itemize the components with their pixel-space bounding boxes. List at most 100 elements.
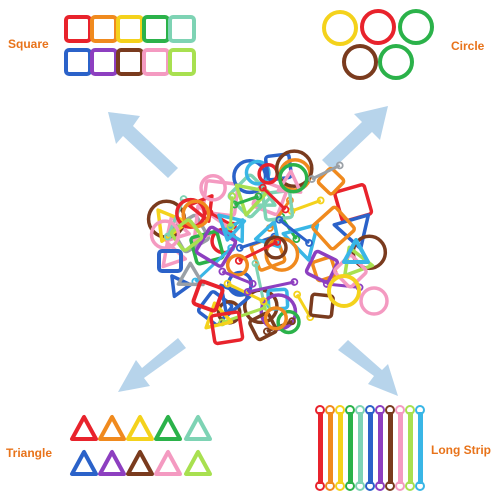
square-piece	[116, 15, 144, 43]
circle-label: Circle	[451, 39, 485, 53]
pile-circle-piece	[359, 286, 389, 316]
strip-end-top	[335, 405, 345, 415]
pile-triangle-piece	[234, 183, 270, 217]
circle-piece	[342, 44, 378, 80]
pile-square-piece	[261, 189, 295, 222]
pile-circle-piece	[263, 306, 288, 331]
strip-bar	[408, 412, 413, 484]
strip-bar	[247, 280, 295, 294]
strip-bar	[194, 246, 233, 283]
pile-square-piece	[308, 292, 335, 319]
arrows-layer	[108, 106, 398, 396]
strip-end	[305, 239, 313, 247]
strip-end	[273, 238, 282, 246]
triangle-piece	[70, 450, 98, 476]
strip-end	[234, 256, 243, 265]
circle-piece	[360, 9, 396, 45]
strip-end-top	[345, 405, 355, 415]
strip-end-bottom	[415, 481, 425, 491]
strip-end	[316, 196, 325, 205]
circle-piece	[398, 9, 434, 45]
triangle-piece	[126, 450, 154, 476]
arrow-to-long-strip	[338, 340, 398, 396]
strip-end	[281, 205, 290, 214]
strip-end-top	[415, 405, 425, 415]
strip-bar	[338, 412, 343, 484]
strip-end	[163, 232, 172, 241]
strip-end-top	[355, 405, 365, 415]
pile-square-piece	[209, 310, 245, 346]
square-piece	[90, 48, 118, 76]
pile-strip-piece	[218, 267, 257, 288]
long-strip-piece	[315, 405, 325, 491]
strip-end	[226, 222, 235, 231]
pile-circle-piece	[276, 309, 301, 335]
strip-bar	[239, 235, 275, 250]
pile-square-piece	[248, 311, 278, 342]
strip-end-bottom	[335, 481, 345, 491]
triangle-piece	[126, 415, 154, 441]
strip-end-bottom	[385, 481, 395, 491]
strip-end	[258, 183, 267, 192]
square-piece	[116, 48, 144, 76]
strip-bar	[238, 240, 278, 263]
strip-end-bottom	[355, 481, 365, 491]
pile-strip-piece	[275, 215, 313, 247]
strip-end-bottom	[405, 481, 415, 491]
circle-piece	[322, 10, 358, 46]
arrow-to-square	[108, 112, 178, 178]
strip-end	[290, 278, 299, 286]
strip-bar	[348, 412, 353, 484]
strip-end-top	[395, 405, 405, 415]
long-strip-pieces-group	[315, 405, 425, 491]
long-strip-piece	[415, 405, 425, 491]
strip-end-bottom	[365, 481, 375, 491]
long-strip-piece	[405, 405, 415, 491]
square-pieces-group	[64, 15, 196, 76]
square-piece	[168, 15, 196, 43]
strip-bar	[221, 270, 254, 286]
square-piece	[142, 48, 170, 76]
strip-end-top	[365, 405, 375, 415]
arrow-to-triangle	[118, 338, 186, 392]
strip-end	[223, 279, 232, 288]
pile-strip-piece	[234, 238, 282, 265]
strip-end	[308, 175, 316, 183]
strip-bar	[261, 186, 287, 211]
long-strip-piece	[325, 405, 335, 491]
pile-strip-piece	[258, 183, 290, 214]
strip-end	[251, 259, 260, 268]
triangle-piece	[98, 415, 126, 441]
triangle-piece	[154, 450, 182, 476]
pile-circle-piece	[278, 163, 309, 194]
strip-end	[248, 279, 257, 288]
pile-triangle-piece	[342, 238, 370, 264]
square-piece	[168, 48, 196, 76]
mixed-pieces-pile	[146, 149, 389, 346]
strip-end	[335, 161, 344, 170]
strip-bar	[318, 412, 323, 484]
pile-square-piece	[311, 255, 338, 283]
strip-end-bottom	[395, 481, 405, 491]
strip-end	[243, 288, 252, 296]
triangle-piece	[154, 415, 182, 441]
strip-bar	[388, 412, 393, 484]
long-strip-piece	[365, 405, 375, 491]
strip-end	[259, 297, 268, 306]
square-label: Square	[8, 37, 49, 51]
strip-bar	[295, 293, 312, 318]
pile-circle-piece	[327, 274, 361, 308]
strip-end-top	[315, 405, 325, 415]
strip-end-top	[405, 405, 415, 415]
square-piece	[90, 15, 118, 43]
triangle-piece	[184, 415, 212, 441]
strip-end	[218, 267, 227, 276]
strip-bar	[358, 412, 363, 484]
strip-bar	[311, 164, 341, 181]
strip-bar	[221, 305, 268, 324]
strip-end	[254, 192, 263, 201]
strip-end	[292, 235, 301, 243]
strip-bar	[290, 199, 322, 213]
